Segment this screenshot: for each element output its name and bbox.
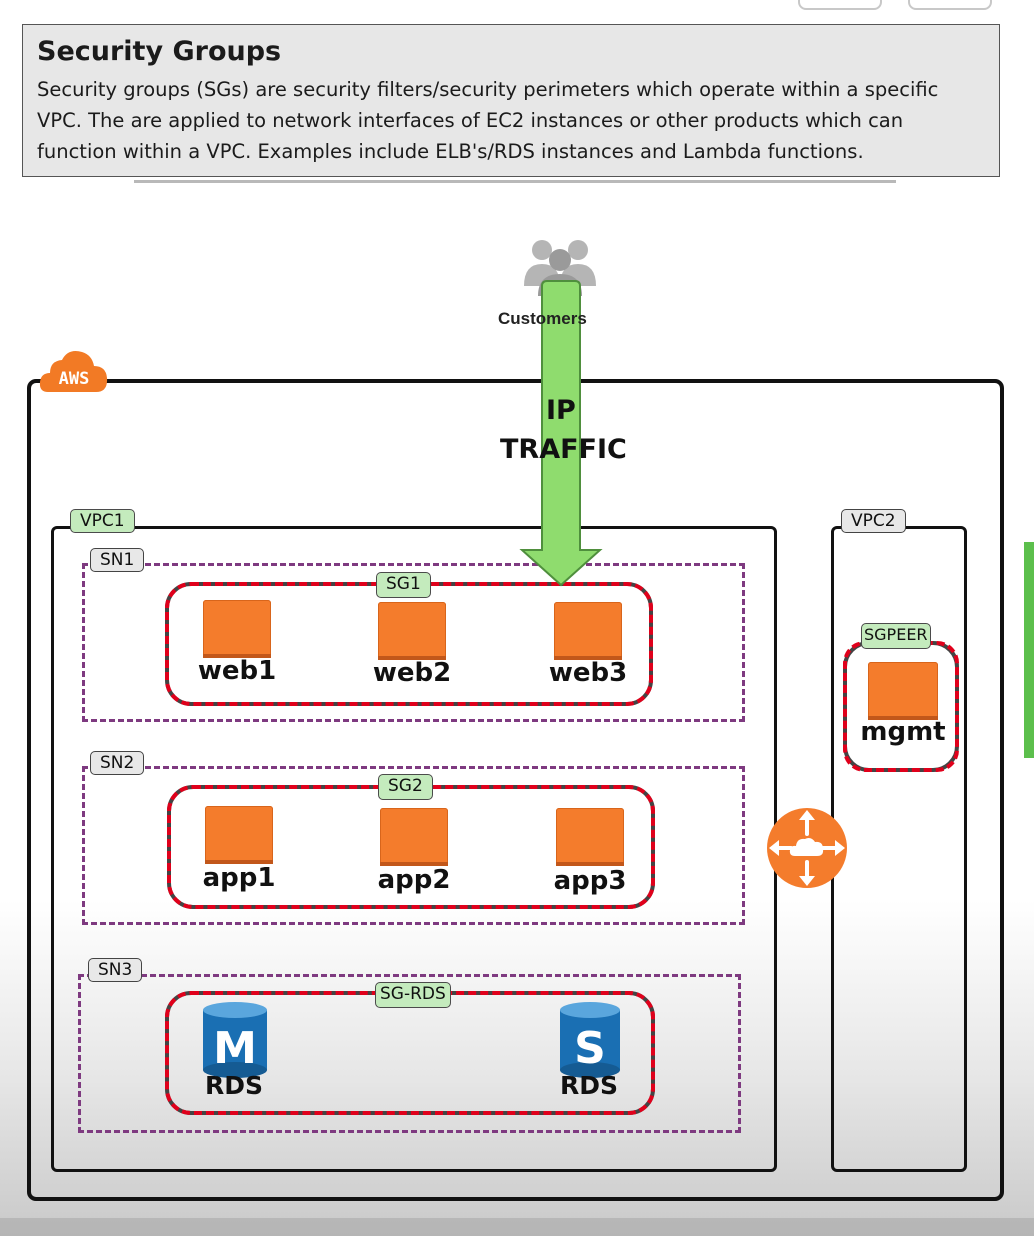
ec2-instance-icon — [378, 602, 446, 660]
rds-standby-icon: S — [560, 1002, 620, 1078]
aws-label: AWS — [59, 369, 90, 389]
info-box-shadow — [134, 180, 896, 183]
server-label-app3: app3 — [553, 866, 627, 896]
server-label-web2: web2 — [372, 658, 452, 688]
ec2-instance-icon — [554, 602, 622, 660]
subnet-sn1 — [82, 563, 745, 722]
rds-master-icon: M — [203, 1002, 267, 1078]
info-title: Security Groups — [37, 36, 282, 67]
subnet-sn2-tag: SN2 — [90, 751, 145, 775]
sg-rds-tag: SG-RDS — [375, 982, 451, 1008]
info-body: Security groups (SGs) are security filte… — [37, 78, 939, 163]
sgpeer-tag: SGPEER — [861, 623, 931, 649]
ec2-instance-icon — [380, 808, 448, 866]
traffic-label-traffic: TRAFFIC — [500, 434, 627, 465]
ip-traffic-arrow — [519, 280, 603, 587]
vpc2-tag: VPC2 — [841, 509, 906, 533]
top-edge-mark-left — [798, 0, 882, 10]
traffic-label-ip: IP — [546, 395, 576, 426]
vpc-peering-router-icon — [767, 808, 847, 888]
customers-label: Customers — [498, 309, 587, 328]
subnet-sn1-tag: SN1 — [90, 548, 145, 572]
ec2-instance-icon — [205, 806, 273, 864]
top-edge-mark-right — [908, 0, 992, 10]
server-label-app2: app2 — [377, 865, 451, 895]
subnet-sn2 — [82, 766, 745, 925]
ec2-instance-icon — [556, 808, 624, 866]
aws-cloud-icon: AWS — [39, 351, 108, 392]
bottom-strip — [0, 1218, 1034, 1236]
subnet-sn3 — [78, 974, 741, 1133]
right-edge-green-fragment — [1024, 542, 1034, 758]
server-label-mgmt: mgmt — [860, 717, 946, 747]
sg2-tag: SG2 — [378, 774, 433, 800]
svg-text:S: S — [574, 1023, 606, 1074]
svg-text:M: M — [213, 1023, 257, 1074]
server-label-web3: web3 — [548, 658, 628, 688]
rds-label-master: RDS — [205, 1071, 264, 1100]
ec2-instance-icon — [868, 662, 938, 720]
vpc1-tag: VPC1 — [70, 509, 135, 533]
server-label-web1: web1 — [197, 656, 277, 686]
info-box: Security Groups Security groups (SGs) ar… — [22, 24, 1000, 177]
aws-boundary — [27, 379, 1004, 1201]
sg1-tag: SG1 — [376, 572, 431, 598]
rds-label-standby: RDS — [560, 1071, 619, 1100]
subnet-sn3-tag: SN3 — [88, 958, 143, 982]
server-label-app1: app1 — [202, 863, 276, 893]
ec2-instance-icon — [203, 600, 271, 658]
